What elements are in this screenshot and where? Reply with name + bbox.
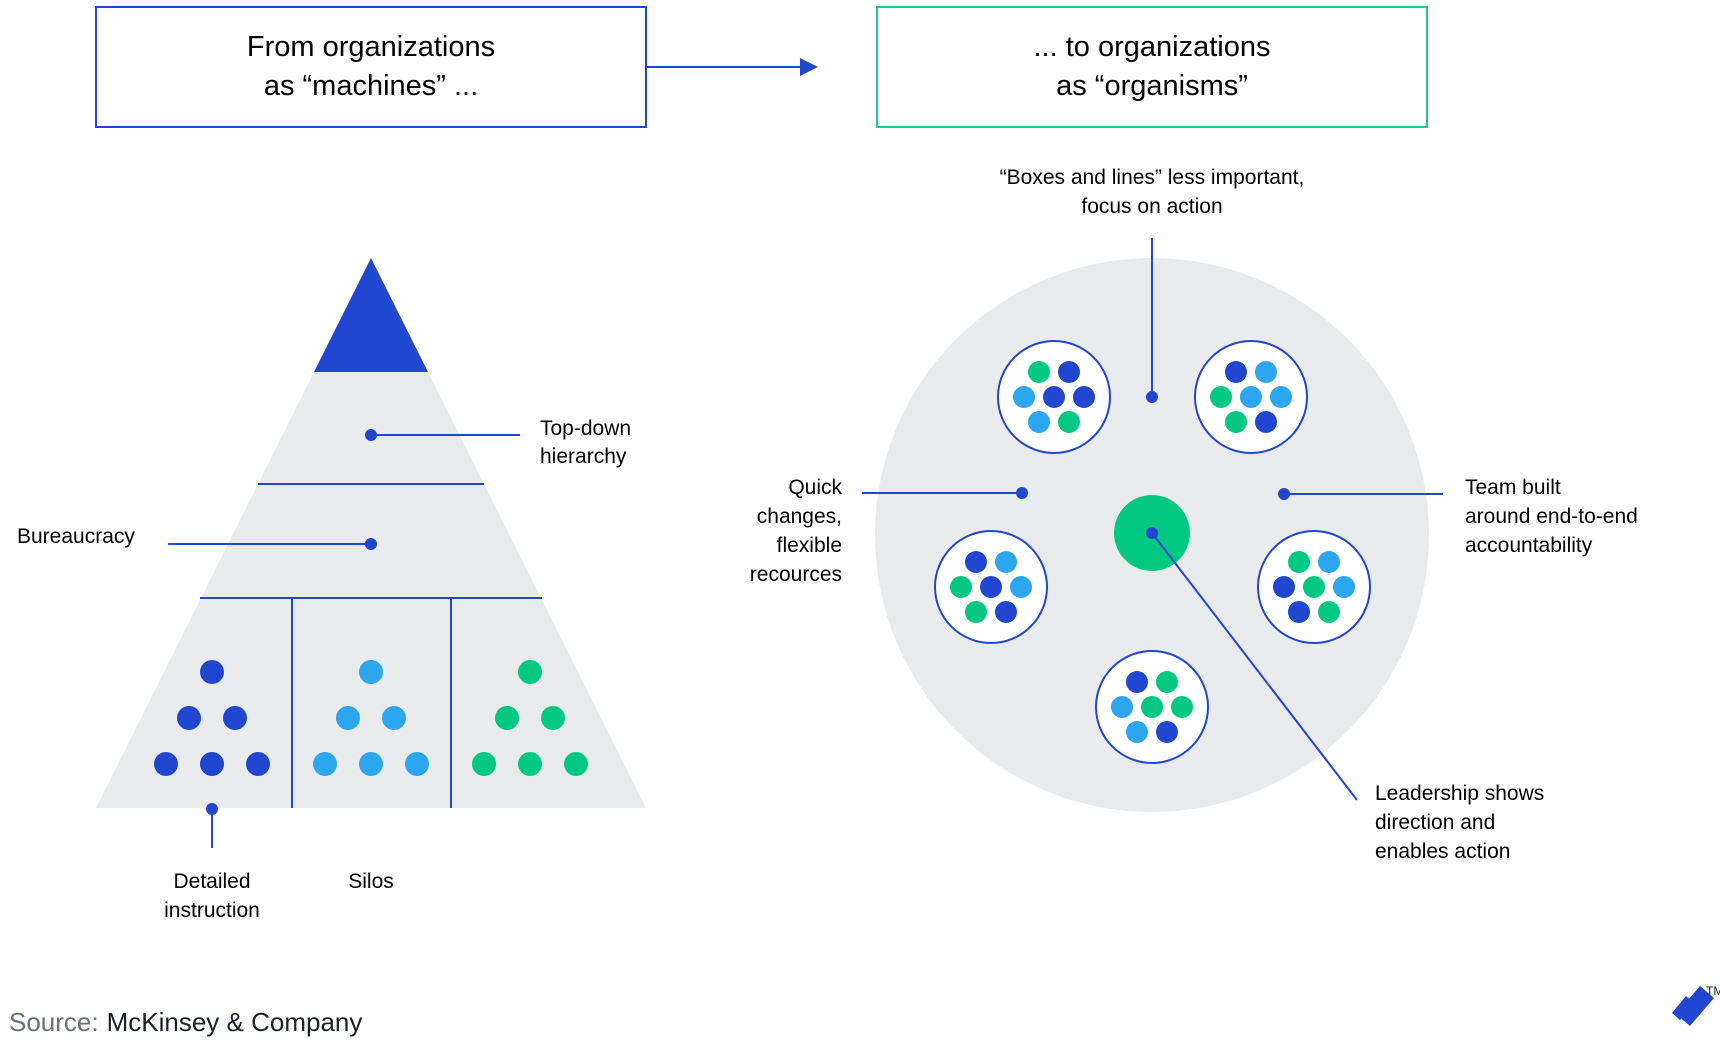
team-member-dot [1111,696,1133,718]
machines-box-line2: as “machines” ... [264,70,478,102]
transition-arrow [646,58,818,76]
detailed-instruction-label-1: Detailed [173,870,250,893]
toptal-logo-icon: TM [1672,984,1720,1026]
team-member-dot [1210,386,1232,408]
team-4 [1257,530,1371,644]
team-5 [1095,650,1209,764]
team-member-dot [1318,601,1340,623]
quick-changes-label-3: flexible [777,534,842,557]
silo-dot [313,752,337,776]
team-member-dot [1288,551,1310,573]
organisms-box-line2: as “organisms” [1056,70,1248,102]
team-member-dot [1013,386,1035,408]
team-1 [997,340,1111,454]
bureaucracy-label: Bureaucracy [17,525,135,548]
team-2 [1194,340,1308,454]
silo-dot [359,752,383,776]
source-prefix: Source: [9,1007,99,1037]
team-member-dot [1273,576,1295,598]
organisms-box-line1: ... to organizations [1034,31,1271,63]
team-member-dot [1126,671,1148,693]
team-member-dot [1255,411,1277,433]
quick-changes-label-1: Quick [788,476,842,499]
top-down-label-2: hierarchy [540,445,627,468]
organisms-box: ... to organizations as “organisms” [876,6,1428,128]
top-down-label-1: Top-down [540,417,631,440]
team-member-dot [965,551,987,573]
silo-dot [177,706,201,730]
team-member-dot [995,601,1017,623]
team-built-label-1: Team built [1465,476,1561,499]
team-member-dot [1028,361,1050,383]
silo-2 [313,660,429,776]
team-built-label-2: around end-to-end [1465,505,1638,528]
team-member-dot [1288,601,1310,623]
team-member-dot [1156,671,1178,693]
pyramid-apex [314,258,428,372]
machines-box: From organizations as “machines” ... [95,6,647,128]
silo-dot [223,706,247,730]
silo-dot [495,706,519,730]
silo-dot [472,752,496,776]
silo-dot [405,752,429,776]
team-member-dot [1010,576,1032,598]
team-member-dot [965,601,987,623]
team-member-dot [1225,411,1247,433]
arrow-head-icon [800,58,818,76]
team-member-dot [995,551,1017,573]
team-member-dot [1240,386,1262,408]
team-member-dot [1058,411,1080,433]
leadership-label-3: enables action [1375,840,1510,863]
pyramid-body [96,258,646,808]
source-line: Source: McKinsey & Company [9,1007,362,1037]
silo-dot [336,706,360,730]
team-member-dot [1043,386,1065,408]
machines-box-line1: From organizations [247,31,495,63]
silo-dot [518,660,542,684]
team-member-dot [1318,551,1340,573]
silo-3 [472,660,588,776]
team-groups [934,340,1371,764]
team-member-dot [1270,386,1292,408]
pyramid: Top-down hierarchy Bureaucracy Detailed … [17,258,646,922]
team-member-dot [1255,361,1277,383]
organism: Leadership shows direction and enables a… [750,166,1638,863]
silo-dot-groups [154,660,588,776]
silo-dot [246,752,270,776]
silo-dot [518,752,542,776]
team-member-dot [1141,696,1163,718]
silo-dot [382,706,406,730]
team-member-dot [1058,361,1080,383]
silo-dot [200,660,224,684]
leadership-label-2: direction and [1375,811,1495,834]
team-member-dot [980,576,1002,598]
silo-dot [564,752,588,776]
team-member-dot [1126,721,1148,743]
quick-changes-label-2: changes, [757,505,842,528]
source-name: McKinsey & Company [107,1007,363,1037]
detailed-instruction-label-2: instruction [164,899,260,922]
team-built-label-3: accountability [1465,534,1593,557]
team-3 [934,530,1048,644]
boxes-lines-label-1: “Boxes and lines” less important, [1000,166,1305,189]
silo-dot [154,752,178,776]
team-member-dot [1333,576,1355,598]
team-member-dot [1073,386,1095,408]
trademark-mark: TM [1706,984,1720,998]
leadership-label-1: Leadership shows [1375,782,1544,805]
team-member-dot [950,576,972,598]
silo-1 [154,660,270,776]
silo-dot [200,752,224,776]
quick-changes-label-4: recources [750,563,842,586]
silos-label: Silos [348,870,394,893]
team-member-dot [1171,696,1193,718]
team-member-dot [1303,576,1325,598]
team-member-dot [1028,411,1050,433]
boxes-lines-label-2: focus on action [1081,195,1222,218]
team-member-dot [1156,721,1178,743]
team-member-dot [1225,361,1247,383]
silo-dot [541,706,565,730]
silo-dot [359,660,383,684]
